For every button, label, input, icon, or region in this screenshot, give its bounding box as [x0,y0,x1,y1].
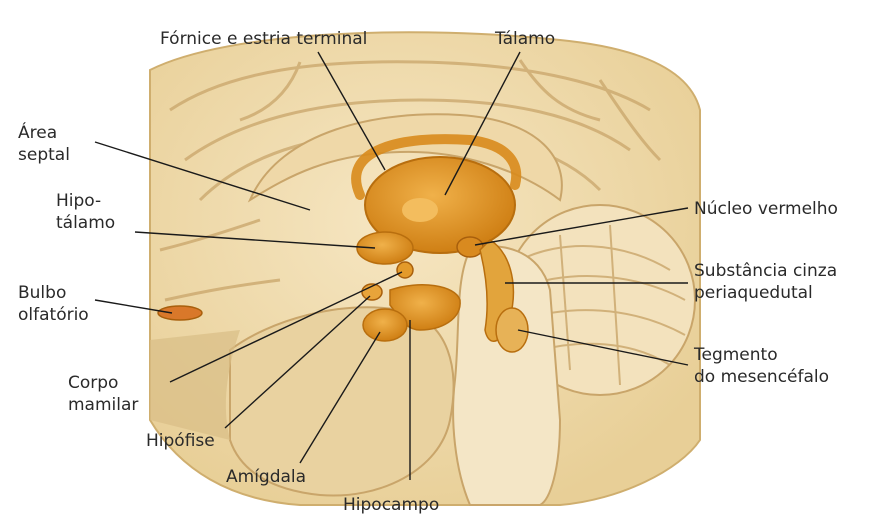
label-corpo-mamilar-line2: mamilar [68,394,138,416]
label-tegmento-line2: do mesencéfalo [694,366,829,388]
red-nucleus [457,237,483,257]
label-bulbo-line2: olfatório [18,304,89,326]
label-substancia-line2: periaquedutal [694,282,837,304]
label-amigdala: Amígdala [226,466,306,488]
label-substancia: Substância cinza periaquedutal [694,260,837,304]
label-nucleo: Núcleo vermelho [694,198,838,220]
label-area-septal-line1: Área [18,122,70,144]
olfactory-bulb [158,306,202,320]
label-substancia-line1: Substância cinza [694,260,837,282]
thalamus-nucleus [402,198,438,222]
label-fornice: Fórnice e estria terminal [160,28,367,50]
label-hipotalamo-line2: tálamo [56,212,115,234]
tegmentum [496,308,528,352]
label-bulbo: Bulbo olfatório [18,282,89,326]
label-area-septal-line2: septal [18,144,70,166]
label-hipofise: Hipófise [146,430,215,452]
label-hipotalamo-line1: Hipo- [56,190,115,212]
label-hipocampo: Hipocampo [343,494,439,516]
label-tegmento: Tegmento do mesencéfalo [694,344,829,388]
amygdala [363,309,407,341]
mammillary-body [397,262,413,278]
label-corpo-mamilar: Corpo mamilar [68,372,138,416]
label-tegmento-line1: Tegmento [694,344,829,366]
label-corpo-mamilar-line1: Corpo [68,372,138,394]
label-hipotalamo: Hipo- tálamo [56,190,115,234]
label-area-septal: Área septal [18,122,70,166]
label-talamo: Tálamo [495,28,555,50]
label-bulbo-line1: Bulbo [18,282,89,304]
